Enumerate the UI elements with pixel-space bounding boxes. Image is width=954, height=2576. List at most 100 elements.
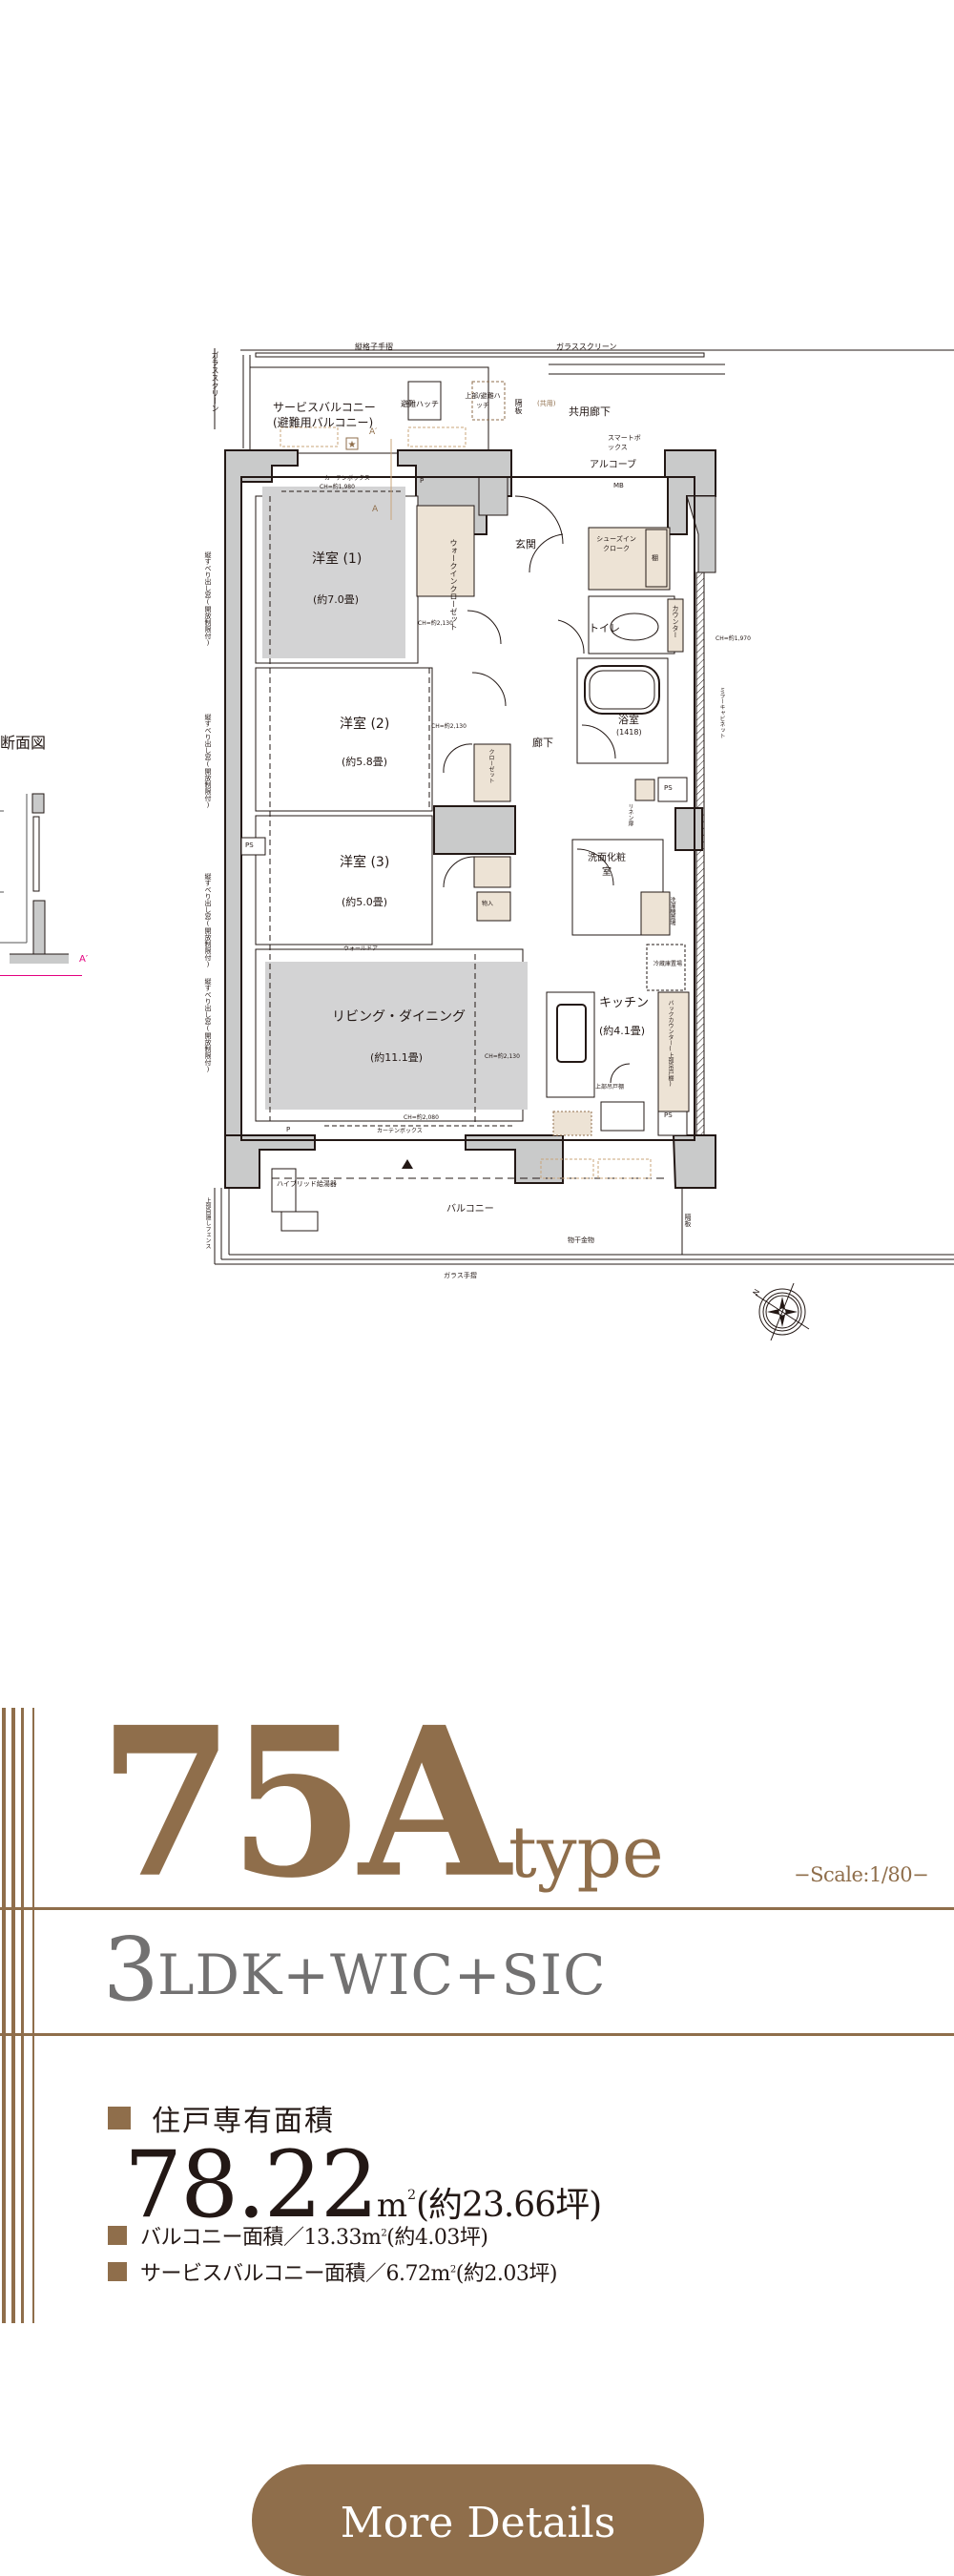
- balcony-area-tsubo: (約4.03坪): [386, 2226, 488, 2250]
- section-marker: A′: [79, 954, 89, 965]
- exclusive-area-value-row: 78.22m2(約23.66坪): [124, 2137, 602, 2233]
- section-view-drawing: [0, 793, 69, 964]
- bullet-square-icon: [108, 2107, 131, 2129]
- ch-western-1: CH=約1,980: [320, 484, 355, 490]
- balcony-label: バルコニー: [446, 1204, 494, 1215]
- p-label: P: [420, 477, 425, 485]
- back-counter-label: バックカウンター(上部吊戸棚): [667, 1000, 674, 1088]
- unit-type-code: 75A: [98, 1683, 510, 1924]
- divider-top: [0, 1907, 954, 1910]
- balcony-area-row: バルコニー面積／13.33m2(約4.03坪): [108, 2220, 488, 2251]
- svg-text:★: ★: [348, 440, 357, 450]
- balcony-area-sup: 2: [381, 2228, 387, 2239]
- service-balcony-area-row: サービスバルコニー面積／6.72m2(約2.03坪): [108, 2256, 557, 2287]
- room-washroom-name: 洗面化粧室: [588, 853, 626, 878]
- ps-label-bottom: PS: [664, 1111, 673, 1119]
- section-a-marker: A: [372, 505, 379, 514]
- sic-label: シューズインクローク: [596, 535, 636, 552]
- closet-label: クローゼット: [487, 749, 494, 783]
- unit-type-suffix: type: [508, 1812, 664, 1894]
- service-balcony-area-sup: 2: [449, 2264, 456, 2275]
- ch-living: CH=約2,130: [485, 1053, 520, 1060]
- floor-plan-drawing: ★: [214, 348, 954, 1341]
- decorative-line-4: [32, 1708, 34, 2323]
- room-living-dining-size: (約11.1畳): [370, 1051, 424, 1064]
- alcove-label: アルコーブ: [590, 460, 637, 470]
- ch-curtain: CH=約2,080: [404, 1114, 439, 1121]
- bullet-square-icon: [108, 2226, 127, 2245]
- room-kitchen-size: (約4.1畳): [599, 1025, 646, 1037]
- smart-box-label: スマートボックス: [608, 434, 641, 451]
- ch-western-2: CH=約2,130: [431, 723, 467, 730]
- compass-icon: [755, 1282, 810, 1341]
- layout-room-count: 3: [103, 1919, 159, 2021]
- shelf-label: 棚: [652, 554, 658, 562]
- glass-screen-left-label: ガラススクリーン: [211, 351, 219, 412]
- partition-bottom-label: 隔板: [684, 1214, 692, 1227]
- exclusive-area-unit-sup: 2: [407, 2188, 416, 2203]
- fridge-space-label: 冷蔵庫置場: [653, 961, 683, 967]
- room-bath-size: (1418): [616, 728, 642, 737]
- room-hallway-name: 廊下: [532, 737, 553, 749]
- railing-label: 縦格子手摺: [355, 343, 393, 351]
- room-western-3-name: 洋室 (3): [340, 855, 390, 870]
- scale-label: −Scale:1/80−: [794, 1863, 929, 1886]
- floor-plan: ★: [204, 343, 954, 1341]
- window-note-3: 縦すべり出し窓(開放制限付): [204, 873, 212, 968]
- p-label-bottom: P: [286, 1126, 291, 1133]
- service-balcony-sub-label: (避難用バルコニー): [273, 416, 374, 429]
- shared-mark: (共用): [537, 400, 556, 407]
- decorative-line-2: [11, 1708, 15, 2323]
- escape-hatch-label: 避難ハッチ: [401, 400, 439, 408]
- bullet-square-icon: [108, 2262, 127, 2281]
- service-balcony-area-tsubo: (約2.03坪): [455, 2262, 558, 2286]
- clothes-hanger-label: 物干金物: [568, 1236, 594, 1244]
- section-a-prime-marker: A′: [369, 427, 378, 437]
- room-western-1-size: (約7.0畳): [313, 593, 360, 606]
- room-kitchen-name: キッチン: [599, 996, 650, 1010]
- room-western-1-name: 洋室 (1): [312, 551, 363, 567]
- mb-label: MB: [613, 482, 624, 489]
- exclusive-area-label: 住戸専有面積: [152, 2105, 335, 2138]
- exclusive-area-heading: 住戸専有面積: [108, 2097, 335, 2139]
- decorative-line-1: [2, 1708, 6, 2323]
- wall-door-label: ウォールドア: [343, 945, 379, 952]
- more-details-button[interactable]: More Details: [252, 2464, 704, 2576]
- section-line: [0, 975, 82, 976]
- curtain-box-label-bottom: カーテンボックス: [377, 1128, 423, 1134]
- layout-type: LDK+WIC+SIC: [157, 1942, 607, 2007]
- section-view-title: 断面図: [0, 734, 47, 752]
- room-entrance-name: 玄関: [515, 538, 536, 551]
- room-toilet-name: トイレ: [589, 622, 620, 634]
- ps-label-left: PS: [245, 841, 254, 849]
- exclusive-area-tsubo: (約23.66坪): [416, 2186, 602, 2225]
- room-western-2-size: (約5.8畳): [342, 756, 388, 768]
- water-heater-label: ハイブリッド給湯器: [277, 1180, 337, 1188]
- ch-hall-1: CH=約2,130: [418, 620, 453, 627]
- window-note-1: 縦すべり出し窓(開放制限付): [204, 551, 212, 647]
- service-balcony-label: サービスバルコニー: [273, 401, 376, 414]
- exclusive-area-value: 78.22: [124, 2131, 379, 2238]
- balcony-area-label: バルコニー面積／13.33m: [140, 2226, 382, 2250]
- room-western-3-size: (約5.0畳): [342, 896, 388, 908]
- exclusive-area-unit: m: [376, 2187, 408, 2225]
- window-note-4: 縦すべり出し窓(開放制限付): [204, 978, 212, 1073]
- decorative-line-3: [21, 1708, 24, 2323]
- ps-label-middle: PS: [664, 784, 673, 792]
- upper-fence-label: 上部目隠しフェンス: [204, 1197, 211, 1249]
- ch-counter: CH=約1,970: [716, 635, 751, 642]
- partition-top-label: 隔板: [514, 399, 523, 414]
- room-living-dining-name: リビング・ダイニング: [332, 1009, 466, 1025]
- curtain-box-label-top: カーテンボックス: [324, 475, 370, 482]
- service-balcony-area-label: サービスバルコニー面積／6.72m: [140, 2262, 450, 2286]
- linen-door-label: リネン扉: [627, 803, 633, 826]
- washer-space-label: 洗濯機置場: [669, 897, 675, 925]
- wic-label: ウォークインクローゼット: [449, 539, 458, 631]
- room-bath-name: 浴室: [618, 714, 639, 726]
- room-western-2-name: 洋室 (2): [340, 717, 390, 732]
- divider-bottom: [0, 2033, 954, 2036]
- storage-label: 物入: [482, 901, 494, 907]
- window-note-2: 縦すべり出し窓(開放制限付): [204, 714, 212, 809]
- upper-escape-hatch-label: 上部/避難ハッチ: [465, 392, 501, 409]
- shared-corridor-label: 共用廊下: [569, 405, 611, 418]
